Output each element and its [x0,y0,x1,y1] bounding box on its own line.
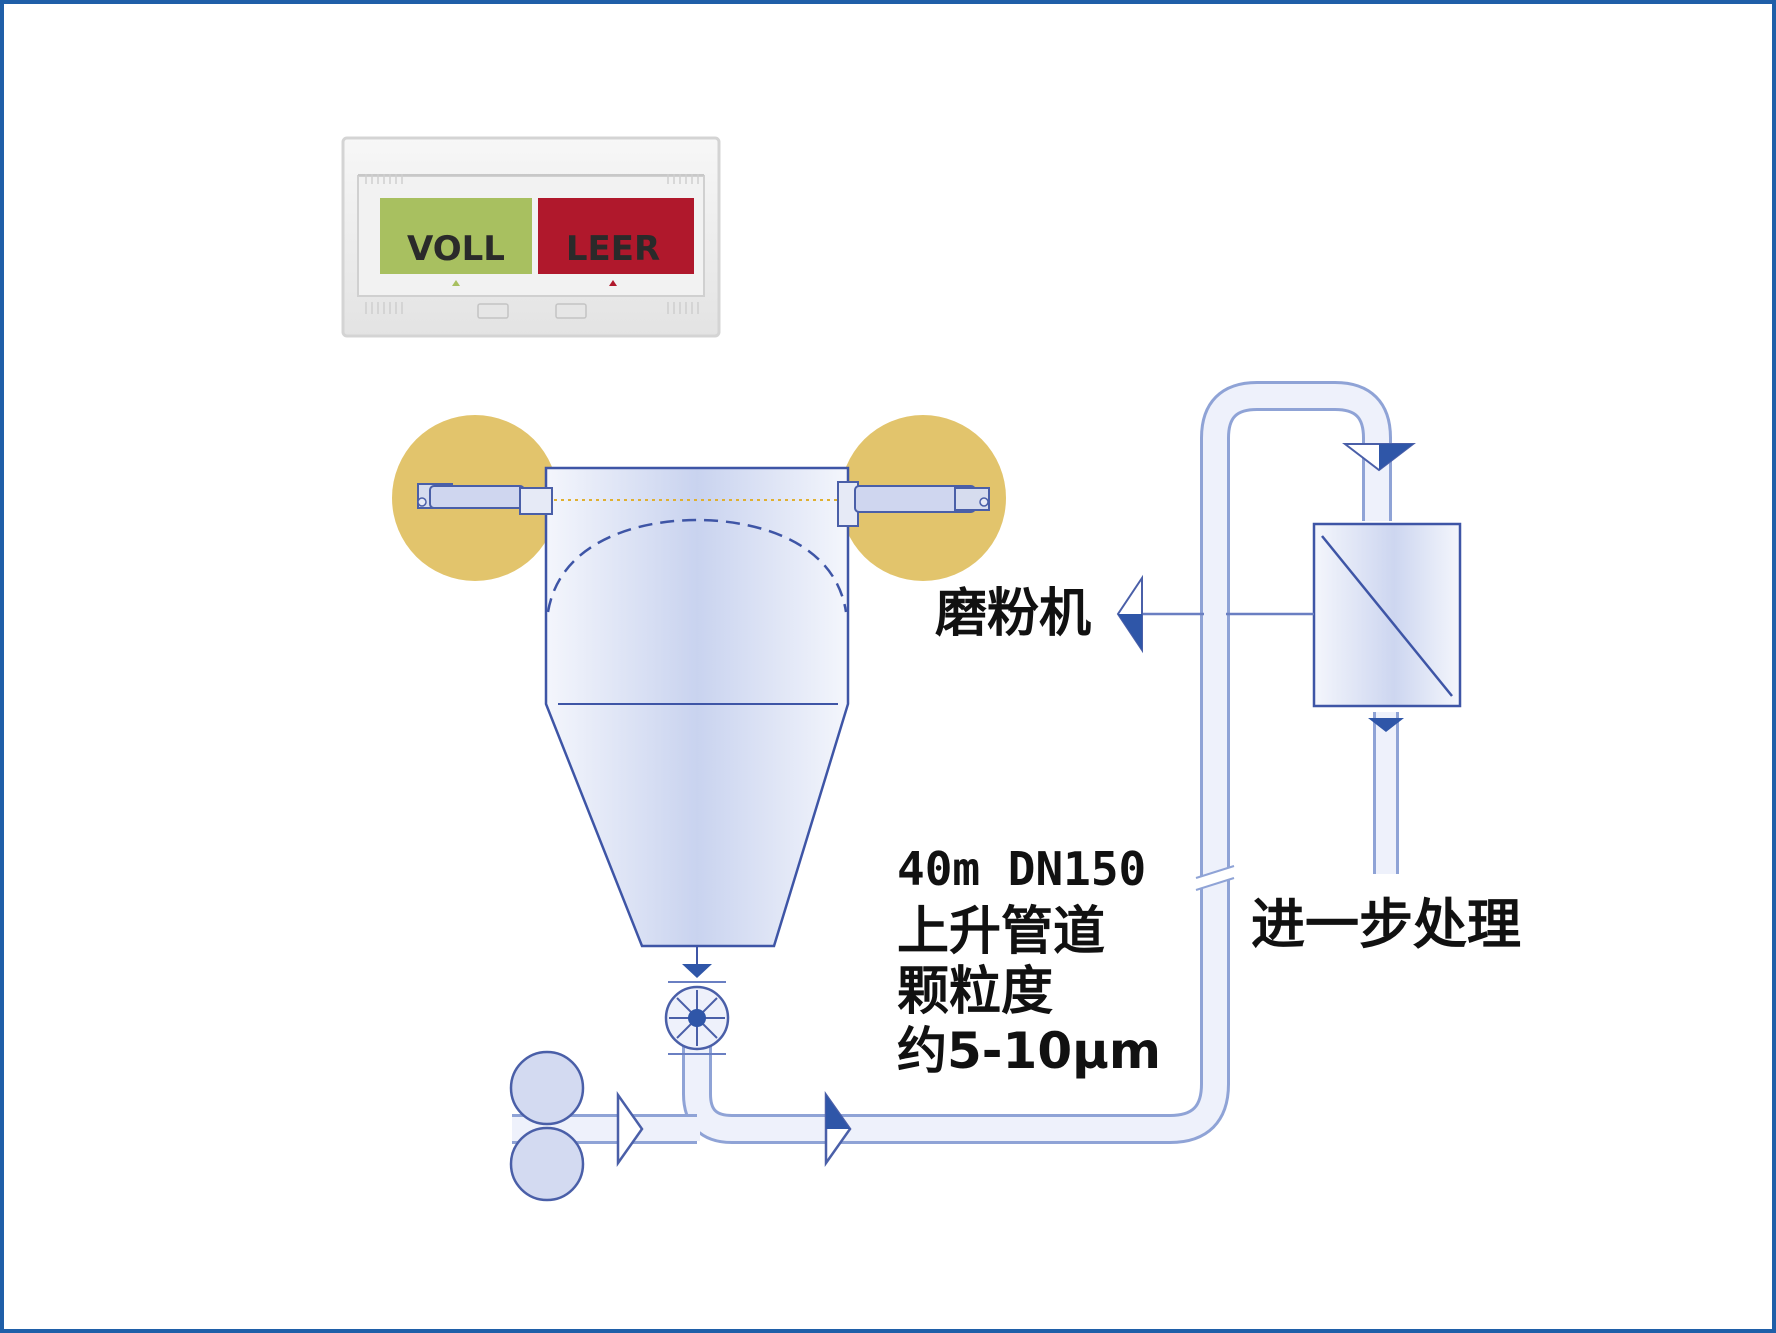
filter-inlet-arrow-icon [1342,443,1416,472]
further-processing-label: 进一步处理 [1251,893,1521,956]
grinder-arrow-icon [1116,574,1143,654]
particle-size-label: 颗粒度 [897,962,1054,1022]
empty-label: LEER [566,229,660,269]
silo [544,466,850,948]
full-label: VOLL [407,229,505,269]
full-indicator [380,198,532,274]
conveying-pipe [512,381,1399,1144]
pipe-break-lines [1195,865,1235,891]
grinder-label: 磨粉机 [935,584,1092,644]
riser-length-label: 40m DN150 [897,842,1147,896]
riser-pipe-label: 上升管道 [897,902,1106,962]
empty-indicator [538,198,694,274]
filter-separator [1312,522,1462,708]
particle-size-value: 约5-10μm [897,1022,1162,1080]
full-led-icon [452,280,460,286]
filter-outlet-arrow-icon [1368,718,1404,732]
flow-arrow-icon [616,1091,644,1167]
empty-led-icon [609,280,617,286]
sensor-left-icon [417,483,553,515]
rotary-valve-icon [664,981,730,1055]
pipe-break-mark [1194,867,1236,889]
display-button-left[interactable] [477,303,509,319]
silo-outlet-arrow-icon [682,964,712,978]
sensor-right-icon [837,481,990,527]
blower-icon [509,1050,585,1202]
level-display-box: VOLL LEER [341,136,721,338]
flow-arrow-icon [824,1091,852,1167]
display-button-right[interactable] [555,303,587,319]
